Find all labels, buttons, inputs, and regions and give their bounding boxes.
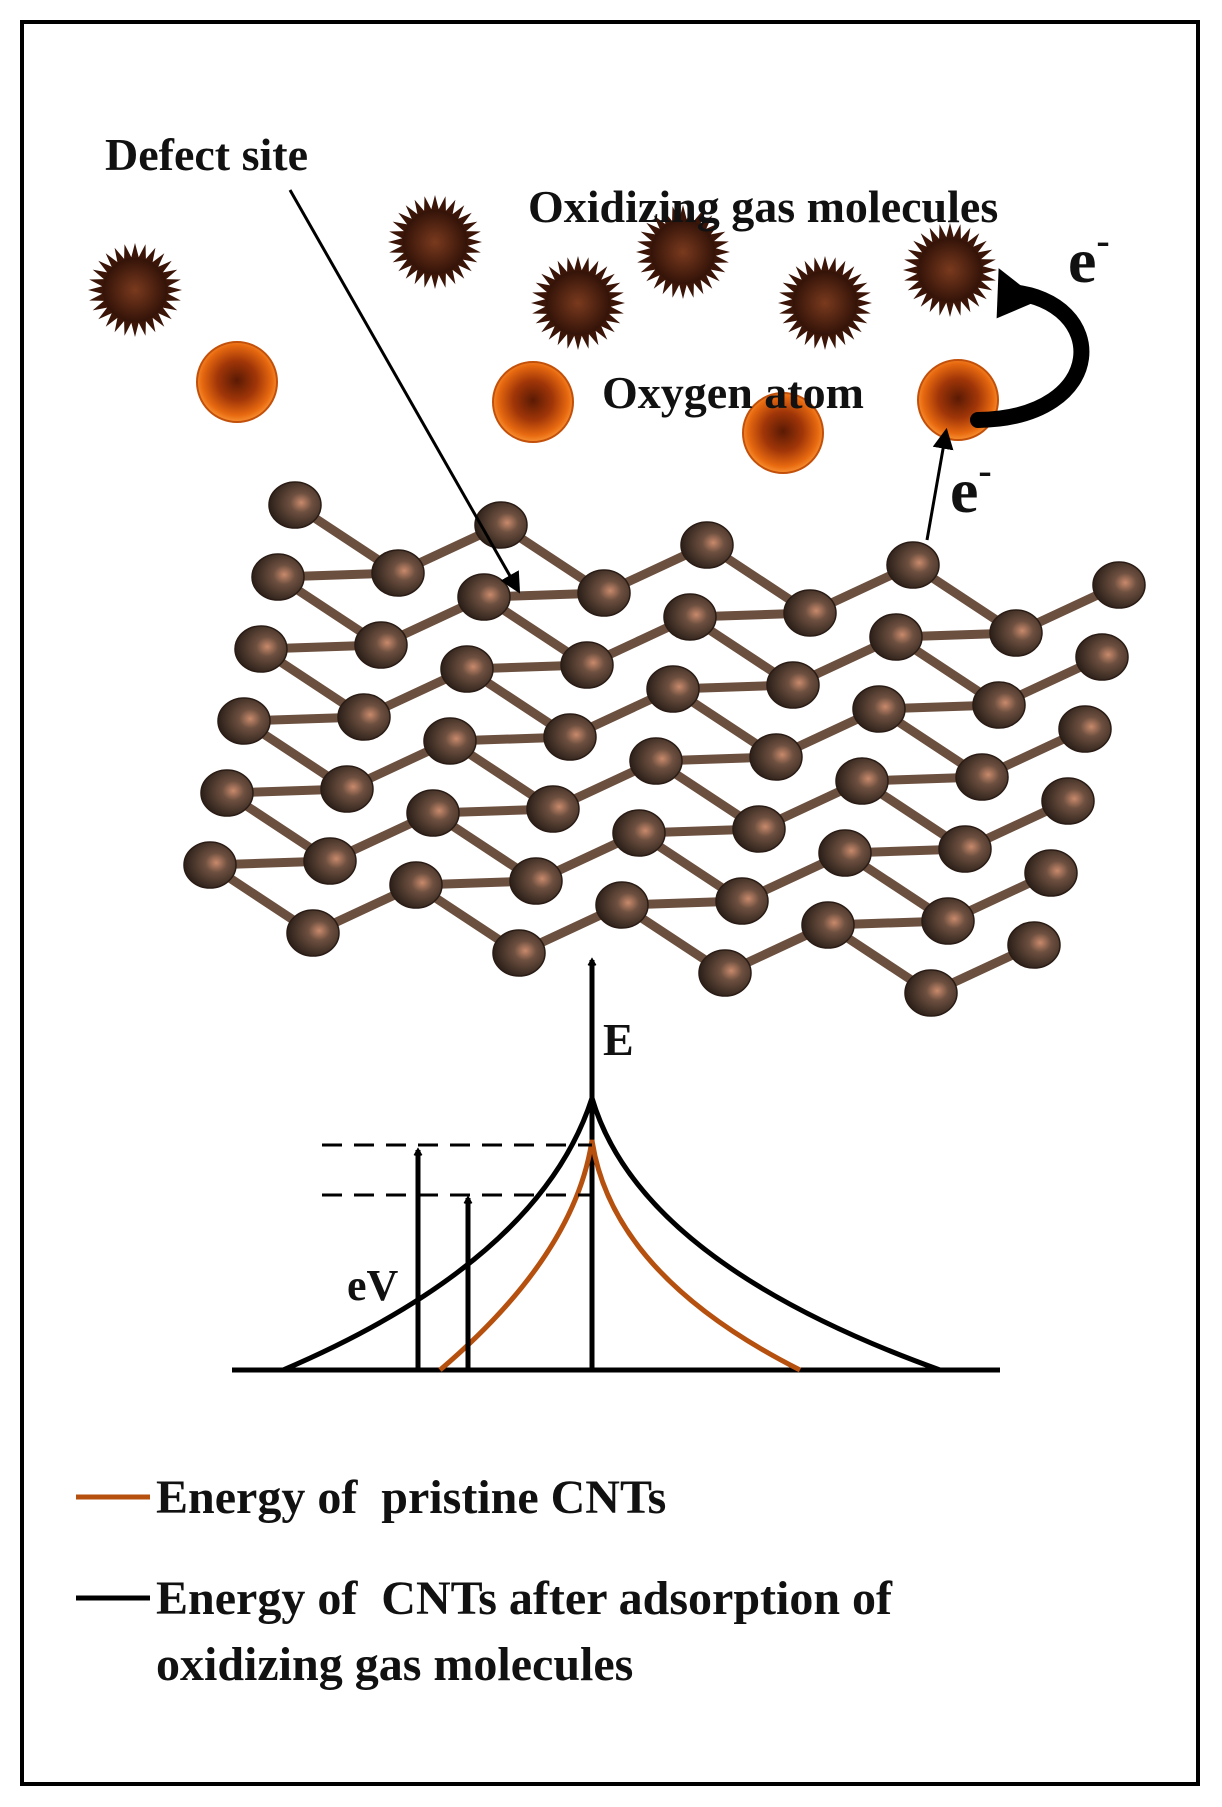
carbon-atom: [801, 901, 855, 949]
carbon-atom: [389, 861, 443, 909]
carbon-atom: [200, 769, 254, 817]
oxygen-atom-label: Oxygen atom: [602, 367, 864, 418]
carbon-atom: [1075, 633, 1129, 681]
carbon-atom: [354, 621, 408, 669]
oxygen-atom-group: [196, 341, 999, 474]
carbon-atom: [886, 541, 940, 589]
gas-molecule: [903, 223, 997, 317]
carbon-atom: [646, 665, 700, 713]
oxidizing-gas-label: Oxidizing gas molecules: [528, 181, 998, 232]
carbon-atom: [1024, 849, 1078, 897]
legend-label-adsorbed-line2: oxidizing gas molecules: [156, 1638, 633, 1691]
gas-molecule: [636, 205, 730, 299]
carbon-atom: [303, 837, 357, 885]
carbon-atom: [509, 857, 563, 905]
defect-site-label: Defect site: [105, 129, 308, 180]
oxygen-atom: [196, 341, 278, 423]
carbon-atom: [1041, 777, 1095, 825]
oxygen-atom: [742, 392, 824, 474]
carbon-atom: [835, 757, 889, 805]
carbon-atom: [217, 697, 271, 745]
carbon-atom: [423, 717, 477, 765]
carbon-atom: [183, 841, 237, 889]
electron-transfer-curved-arrow: [970, 284, 1090, 428]
carbon-atom: [1007, 921, 1061, 969]
carbon-atom: [474, 501, 528, 549]
carbon-atom: [526, 785, 580, 833]
carbon-atom: [268, 481, 322, 529]
carbon-atom: [663, 593, 717, 641]
electron-label-top: e-: [1068, 218, 1110, 296]
carbon-atom: [320, 765, 374, 813]
carbon-atom: [629, 737, 683, 785]
cnt-lattice: [183, 481, 1146, 1017]
carbon-atom: [921, 897, 975, 945]
carbon-atom: [1058, 705, 1112, 753]
carbon-atom: [698, 949, 752, 997]
carbon-atom: [972, 681, 1026, 729]
gas-molecule: [388, 195, 482, 289]
carbon-atom: [543, 713, 597, 761]
electron-label-bottom: e-: [950, 448, 992, 526]
legend: Energy of pristine CNTs Energy of CNTs a…: [76, 1471, 893, 1691]
carbon-atom: [904, 969, 958, 1017]
legend-label-pristine: Energy of pristine CNTs: [156, 1471, 666, 1524]
carbon-atom: [251, 553, 305, 601]
ev-label: eV: [347, 1261, 399, 1310]
carbon-atom: [440, 645, 494, 693]
energy-axis-label: E: [603, 1014, 634, 1065]
carbon-atom: [560, 641, 614, 689]
carbon-atom: [852, 685, 906, 733]
energy-diagram: E eV: [232, 960, 1000, 1373]
carbon-atom: [406, 789, 460, 837]
gas-molecule: [531, 256, 625, 350]
legend-label-adsorbed-line1: Energy of CNTs after adsorption of: [156, 1572, 893, 1625]
electron-up-arrow: [925, 427, 954, 541]
carbon-atom: [234, 625, 288, 673]
carbon-atom: [749, 733, 803, 781]
carbon-atom: [337, 693, 391, 741]
carbon-atom: [989, 609, 1043, 657]
carbon-atom: [492, 929, 546, 977]
carbon-atom: [371, 549, 425, 597]
gas-molecule: [778, 256, 872, 350]
carbon-atom: [766, 661, 820, 709]
carbon-atom: [869, 613, 923, 661]
carbon-atom: [1092, 561, 1146, 609]
curve-pristine: [438, 1139, 802, 1373]
curve-after-adsorption: [282, 1089, 941, 1373]
carbon-atom: [818, 829, 872, 877]
gas-molecule-group: [88, 195, 997, 350]
gas-molecule: [88, 243, 182, 337]
carbon-atom: [732, 805, 786, 853]
carbon-atom: [612, 809, 666, 857]
carbon-atom: [680, 521, 734, 569]
oxygen-atom: [492, 361, 574, 443]
carbon-atom: [715, 877, 769, 925]
carbon-atom: [457, 573, 511, 621]
carbon-atom: [286, 909, 340, 957]
carbon-atom: [595, 881, 649, 929]
oxygen-atom: [917, 359, 999, 441]
carbon-atom: [938, 825, 992, 873]
defect-site-arrow: [288, 189, 521, 594]
carbon-atom: [955, 753, 1009, 801]
carbon-atom: [577, 569, 631, 617]
electron-transfer-arrowhead: [996, 268, 1040, 319]
carbon-atom: [783, 589, 837, 637]
